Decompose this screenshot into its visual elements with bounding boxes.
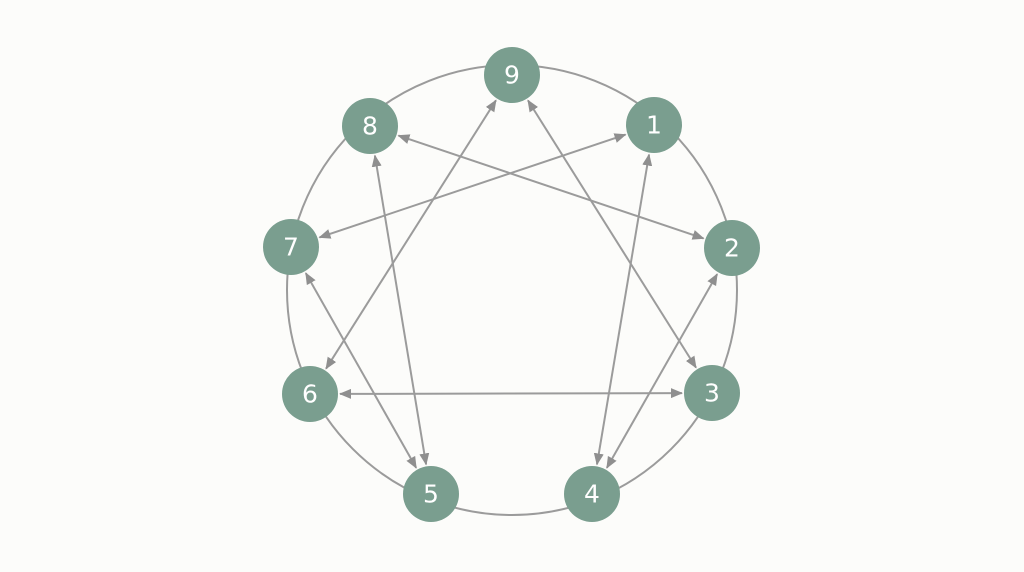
connection-4-2: [605, 273, 719, 469]
node-8[interactable]: 8: [342, 98, 398, 154]
node-6[interactable]: 6: [282, 366, 338, 422]
node-4[interactable]: 4: [564, 466, 620, 522]
node-8-circle: [342, 98, 398, 154]
node-5[interactable]: 5: [403, 466, 459, 522]
node-7-circle: [263, 219, 319, 275]
node-2[interactable]: 2: [704, 220, 760, 276]
node-8-label: 8: [362, 112, 378, 141]
node-4-circle: [564, 466, 620, 522]
node-group: 9 1 2 3 4 5 6 7: [263, 47, 760, 522]
node-6-circle: [282, 366, 338, 422]
node-1[interactable]: 1: [626, 97, 682, 153]
connection-5-7: [304, 272, 418, 469]
node-5-label: 5: [423, 480, 439, 509]
node-3[interactable]: 3: [684, 365, 740, 421]
node-9-label: 9: [504, 61, 520, 90]
connection-1-4: [593, 153, 653, 466]
connection-8-5: [371, 154, 430, 466]
connection-3-6: [338, 388, 684, 399]
node-6-label: 6: [302, 380, 318, 409]
node-9[interactable]: 9: [484, 47, 540, 103]
connection-lines: [304, 99, 719, 469]
node-9-circle: [484, 47, 540, 103]
node-2-circle: [704, 220, 760, 276]
node-7[interactable]: 7: [263, 219, 319, 275]
node-2-label: 2: [724, 234, 740, 263]
node-3-circle: [684, 365, 740, 421]
connection-7-1: [318, 133, 627, 239]
node-4-label: 4: [584, 480, 600, 509]
node-1-label: 1: [646, 111, 662, 140]
node-3-label: 3: [704, 379, 720, 408]
node-1-circle: [626, 97, 682, 153]
node-7-label: 7: [283, 233, 299, 262]
node-5-circle: [403, 466, 459, 522]
